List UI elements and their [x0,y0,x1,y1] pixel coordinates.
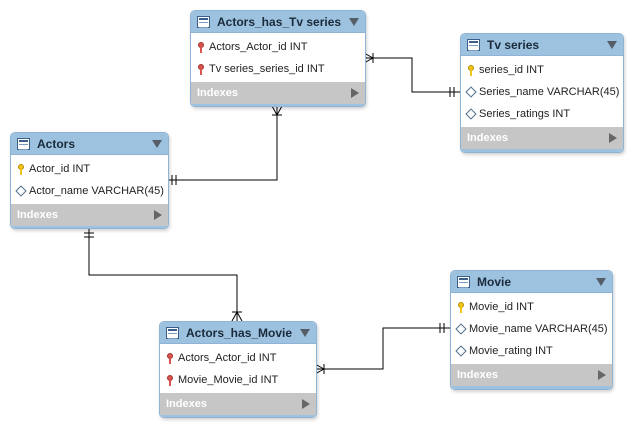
column-row[interactable]: Movie_name VARCHAR(45) [451,318,612,340]
table-header[interactable]: Movie [451,271,612,293]
table-footer [160,415,316,417]
column-label: Actor_name VARCHAR(45) [29,185,164,197]
column-label: Movie_rating INT [469,345,553,357]
table-tv-series[interactable]: Tv series series_id INT Series_name VARC… [460,33,624,153]
collapse-arrow-icon[interactable] [349,17,359,26]
table-icon [467,38,480,51]
column-label: Movie_Movie_id INT [178,374,279,386]
column-row[interactable]: Movie_rating INT [451,340,612,362]
table-name: Movie [477,274,512,289]
table-actors-has-tv-series[interactable]: Actors_has_Tv series Actors_Actor_id INT… [190,10,366,107]
expand-arrow-icon[interactable] [154,210,162,220]
primary-key-icon [15,163,26,175]
table-icon [457,275,470,288]
table-actors[interactable]: Actors Actor_id INT Actor_name VARCHAR(4… [10,132,169,229]
table-footer [191,104,365,106]
column-row[interactable]: Actors_Actor_id INT [191,36,365,58]
foreign-key-icon [195,41,206,53]
column-label: Movie_id INT [469,301,534,313]
column-row[interactable]: Series_name VARCHAR(45) [461,81,623,103]
table-icon [17,137,30,150]
column-row[interactable]: series_id INT [461,59,623,81]
table-name: Tv series [487,37,540,52]
relationship-tvseries-link [363,52,460,97]
collapse-arrow-icon[interactable] [607,40,617,49]
indexes-section[interactable]: Indexes [451,364,612,386]
collapse-arrow-icon[interactable] [300,328,310,337]
table-header[interactable]: Actors_has_Movie [160,322,316,344]
table-movie[interactable]: Movie Movie_id INT Movie_name VARCHAR(45… [450,270,613,390]
attribute-diamond-icon [14,185,27,197]
attribute-diamond-icon [454,345,467,357]
column-row[interactable]: Actors_Actor_id INT [160,347,316,369]
indexes-label: Indexes [467,132,508,144]
crowfoot-marker [236,311,243,322]
crowfoot-marker [271,105,278,116]
table-header[interactable]: Tv series [461,34,623,56]
table-name: Actors_has_Movie [186,325,293,340]
primary-key-icon [455,301,466,313]
table-header[interactable]: Actors [11,133,168,155]
collapse-arrow-icon[interactable] [152,139,162,148]
table-actors-has-movie[interactable]: Actors_has_Movie Actors_Actor_id INT Mov… [159,321,317,418]
column-label: Series_ratings INT [479,108,571,120]
column-row[interactable]: Actor_id INT [11,158,168,180]
column-label: Actors_Actor_id INT [178,352,277,364]
table-icon [197,15,210,28]
indexes-label: Indexes [17,209,58,221]
crowfoot-marker [231,311,238,322]
table-footer [461,149,623,152]
table-name: Actors_has_Tv series [217,14,342,29]
column-label: Movie_name VARCHAR(45) [469,323,608,335]
foreign-key-icon [164,374,175,386]
table-footer [11,226,168,228]
column-row[interactable]: Tv series_series_id INT [191,58,365,80]
column-label: Actors_Actor_id INT [209,41,308,53]
crowfoot-marker [276,105,283,116]
foreign-key-icon [195,63,206,75]
foreign-key-icon [164,352,175,364]
attribute-diamond-icon [464,108,477,120]
column-label: series_id INT [479,64,544,76]
column-row[interactable]: Series_ratings INT [461,103,623,125]
indexes-label: Indexes [166,398,207,410]
table-footer [451,386,612,389]
column-label: Series_name VARCHAR(45) [479,86,620,98]
attribute-diamond-icon [464,86,477,98]
relationship-actors-movie-link [84,228,243,322]
collapse-arrow-icon[interactable] [596,277,606,286]
indexes-label: Indexes [457,369,498,381]
expand-arrow-icon[interactable] [302,399,310,409]
expand-arrow-icon[interactable] [598,370,606,380]
indexes-section[interactable]: Indexes [11,204,168,226]
table-name: Actors [37,136,76,151]
attribute-diamond-icon [454,323,467,335]
relationship-actors-tvseries-link [167,105,283,185]
column-row[interactable]: Movie_Movie_id INT [160,369,316,391]
column-label: Actor_id INT [29,163,91,175]
column-row[interactable]: Movie_id INT [451,296,612,318]
column-row[interactable]: Actor_name VARCHAR(45) [11,180,168,202]
table-header[interactable]: Actors_has_Tv series [191,11,365,33]
primary-key-icon [465,64,476,76]
indexes-label: Indexes [197,87,238,99]
table-icon [166,326,179,339]
expand-arrow-icon[interactable] [351,88,359,98]
column-label: Tv series_series_id INT [209,63,325,75]
relationship-movie-link [314,323,450,375]
indexes-section[interactable]: Indexes [160,393,316,415]
expand-arrow-icon[interactable] [609,133,617,143]
indexes-section[interactable]: Indexes [191,82,365,104]
indexes-section[interactable]: Indexes [461,127,623,149]
